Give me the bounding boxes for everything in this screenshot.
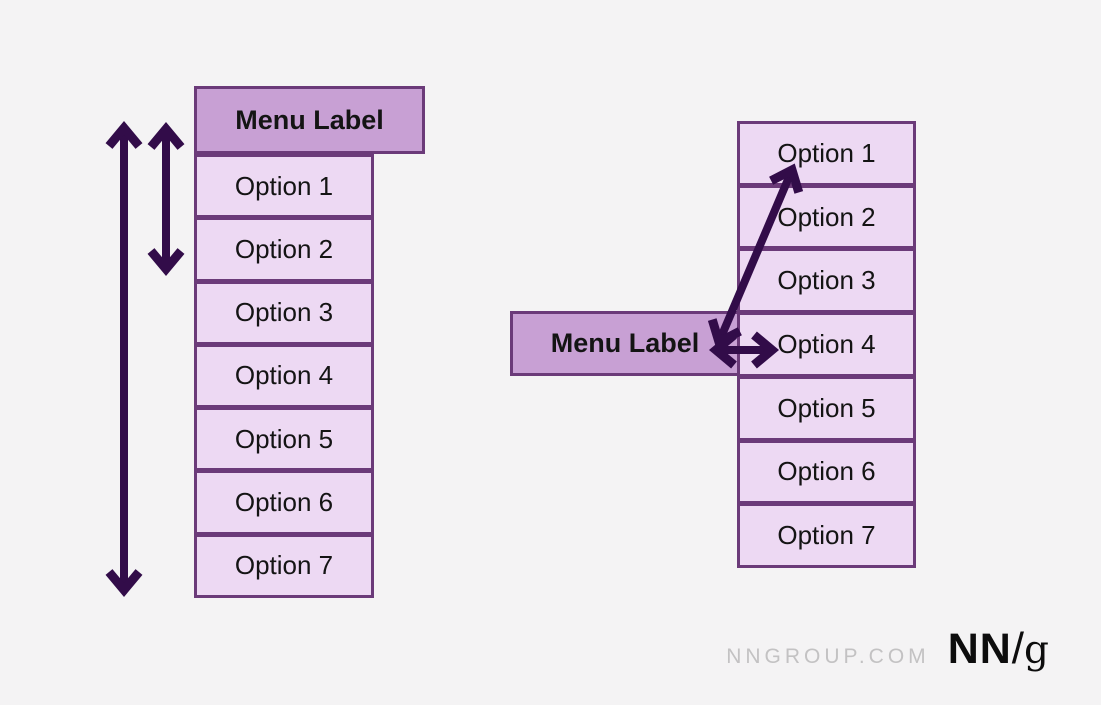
left-menu-option-2: Option 2: [197, 215, 371, 279]
right-menu-option-1: Option 1: [740, 124, 913, 183]
nng-logo-g: g: [1024, 628, 1049, 673]
nng-logo-slash: /: [1011, 624, 1025, 673]
right-menu-options: Option 1 Option 2 Option 3 Option 4 Opti…: [737, 121, 916, 568]
right-menu-option-4: Option 4: [740, 310, 913, 374]
left-menu-option-4: Option 4: [197, 341, 371, 406]
left-menu-option-6: Option 6: [197, 468, 371, 532]
nngroup-url: NNGROUP.COM: [726, 645, 930, 668]
right-menu-option-6: Option 6: [740, 437, 913, 502]
left-menu-option-3: Option 3: [197, 278, 371, 342]
left-menu-option-7: Option 7: [197, 531, 371, 595]
left-menu-label: Menu Label: [194, 86, 425, 154]
left-menu-options: Option 1 Option 2 Option 3 Option 4 Opti…: [194, 154, 374, 598]
nng-logo-nn: NN: [947, 625, 1012, 673]
right-menu-option-5: Option 5: [740, 373, 913, 438]
right-menu-option-7: Option 7: [740, 501, 913, 566]
right-menu-option-2: Option 2: [740, 182, 913, 247]
left-menu-option-1: Option 1: [197, 157, 371, 216]
left-menu-option-5: Option 5: [197, 405, 371, 469]
right-menu-label: Menu Label: [510, 311, 740, 376]
nng-logo: NN/g: [948, 624, 1049, 674]
right-menu-option-3: Option 3: [740, 246, 913, 311]
branding-footer: NNGROUP.COM NN/g: [726, 624, 1049, 674]
